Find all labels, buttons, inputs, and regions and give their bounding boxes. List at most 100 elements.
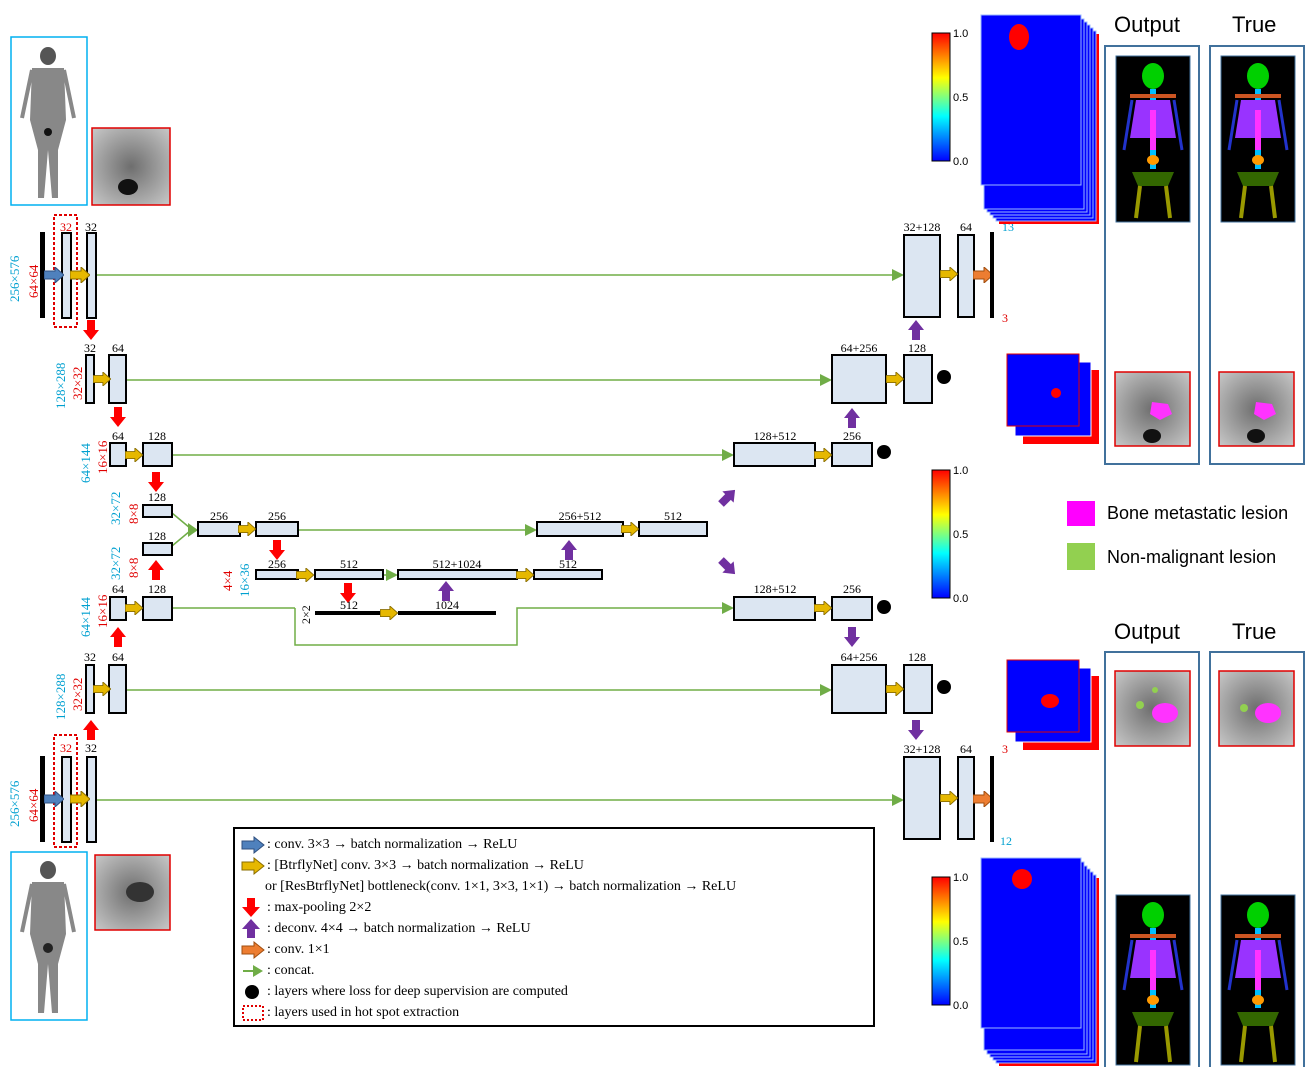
header-true-top: True bbox=[1232, 12, 1277, 37]
colorbar-max: 1.0 bbox=[953, 465, 968, 477]
concat-arrow-icon bbox=[241, 961, 267, 981]
deconv-arrow bbox=[908, 720, 924, 740]
block-bd2a bbox=[831, 664, 887, 714]
block-m3 bbox=[255, 569, 299, 580]
label-out-top-les: 3 bbox=[1002, 311, 1008, 325]
size-sixteenth: 16×36 bbox=[237, 563, 252, 597]
lesion-true-bottom bbox=[1218, 670, 1295, 747]
hotspot-box-icon bbox=[241, 1003, 267, 1023]
btrfly-arrow-icon bbox=[241, 856, 267, 876]
probmap-stack-bottom-lesion bbox=[1006, 659, 1099, 750]
nonmal-lesion-label: Non-malignant lesion bbox=[1107, 547, 1277, 567]
block-e2b bbox=[108, 354, 127, 404]
label-out-bot-les: 3 bbox=[1002, 742, 1008, 756]
concat-arrowheads bbox=[188, 269, 904, 806]
label-m5: 512 bbox=[340, 598, 358, 612]
probmap-stack-top-lesion bbox=[1006, 353, 1099, 444]
deconv-arrow bbox=[715, 554, 741, 580]
colorbar-max: 1.0 bbox=[953, 28, 968, 40]
label-bd2a: 64+256 bbox=[841, 650, 878, 664]
block-m8 bbox=[533, 569, 603, 580]
nonmal-lesion-swatch bbox=[1067, 543, 1095, 570]
label-m7: 512+1024 bbox=[433, 557, 482, 571]
label-e3b: 128 bbox=[148, 429, 166, 443]
block-m1 bbox=[197, 521, 241, 537]
block-m9 bbox=[536, 521, 624, 537]
input-bar-bottom bbox=[40, 756, 45, 842]
size-full-bottom: 256×576 bbox=[7, 780, 22, 827]
size-quarter-b: 64×144 bbox=[78, 597, 93, 637]
deep-supervision-dot bbox=[877, 600, 891, 614]
label-bd1a: 32+128 bbox=[904, 742, 941, 756]
input-patch-top bbox=[91, 127, 171, 206]
bottleneck-bar-a bbox=[315, 611, 382, 615]
output-bar-bottom bbox=[990, 756, 994, 842]
legend: : conv. 3×3 → batch normalization → ReLU… bbox=[233, 827, 875, 1027]
size-patch-top: 64×64 bbox=[26, 264, 41, 298]
label-d3b: 256 bbox=[843, 429, 861, 443]
size-eighth-patch-b: 8×8 bbox=[126, 558, 141, 578]
colorbar-max: 1.0 bbox=[953, 872, 968, 884]
block-b3b bbox=[142, 596, 173, 621]
size-half-patch: 32×32 bbox=[70, 367, 85, 400]
colorbar-bottom: 1.0 0.5 0.0 bbox=[931, 872, 968, 1012]
label-bd1b: 64 bbox=[960, 742, 972, 756]
label-d2a: 64+256 bbox=[841, 341, 878, 355]
bone-lesion-swatch bbox=[1067, 501, 1095, 526]
frame-output-top bbox=[1104, 45, 1200, 465]
legend-resbtrfly: or [ResBtrflyNet] bottleneck(conv. 1×1, … bbox=[265, 879, 737, 894]
probmap-stack-bottom bbox=[980, 857, 1099, 1066]
block-d3a bbox=[733, 442, 816, 467]
input-bar-top bbox=[40, 232, 45, 318]
label-m6: 1024 bbox=[435, 598, 459, 612]
legend-deep: : layers where loss for deep supervision… bbox=[241, 982, 568, 1002]
conv-arrow-icon bbox=[241, 835, 267, 855]
maxpool-arrow bbox=[110, 627, 126, 647]
legend-deconv: : deconv. 4×4 → batch normalization → Re… bbox=[241, 919, 531, 939]
label-e2b: 64 bbox=[112, 341, 124, 355]
block-bd3a bbox=[733, 596, 816, 621]
legend-maxpool: : max-pooling 2×2 bbox=[241, 898, 371, 918]
header-true-bottom: True bbox=[1232, 619, 1277, 644]
btrfly-arrow bbox=[125, 601, 143, 615]
label-b1a: 32 bbox=[60, 741, 72, 755]
conv1-arrow-icon bbox=[241, 940, 267, 960]
frame-true-top bbox=[1209, 45, 1305, 465]
deep-supervision-dot bbox=[937, 680, 951, 694]
block-m7 bbox=[397, 569, 518, 580]
maxpool-arrow bbox=[148, 472, 164, 492]
block-d3b bbox=[831, 442, 873, 467]
maxpool-arrow bbox=[110, 407, 126, 427]
frame-true-bottom bbox=[1209, 651, 1305, 1067]
deep-supervision-dot bbox=[937, 370, 951, 384]
maxpool-arrow bbox=[83, 320, 99, 340]
label-b3b: 128 bbox=[148, 582, 166, 596]
label-b3a: 64 bbox=[112, 582, 124, 596]
hotspot-box-bottom bbox=[53, 734, 78, 848]
label-d1b: 64 bbox=[960, 220, 972, 234]
label-bd3a: 128+512 bbox=[754, 582, 797, 596]
size-bottom-patch: 2×2 bbox=[299, 605, 313, 624]
label-m10: 512 bbox=[664, 509, 682, 523]
label-b2b: 64 bbox=[112, 650, 124, 664]
colorbar-mid: 0.5 bbox=[953, 92, 968, 104]
label-bd3b: 256 bbox=[843, 582, 861, 596]
size-eighth: 32×72 bbox=[108, 492, 123, 525]
btrfly-arrow bbox=[125, 448, 143, 462]
size-half: 128×288 bbox=[53, 363, 68, 409]
maxpool-arrow-icon bbox=[241, 898, 267, 918]
colorbar-middle: 1.0 0.5 0.0 bbox=[931, 465, 968, 605]
seg-output-bottom bbox=[1115, 894, 1191, 1066]
size-half-patch-b: 32×32 bbox=[70, 678, 85, 711]
block-bd3b bbox=[831, 596, 873, 621]
output-bar-top bbox=[990, 232, 994, 318]
size-eighth-patch: 8×8 bbox=[126, 504, 141, 524]
label-bd2b: 128 bbox=[908, 650, 926, 664]
btrfly-arrow bbox=[814, 448, 832, 462]
block-e3b bbox=[142, 442, 173, 467]
bottleneck-bar-b bbox=[398, 611, 496, 615]
block-d1b bbox=[957, 234, 975, 318]
colorbar-mid: 0.5 bbox=[953, 529, 968, 541]
block-b3a bbox=[109, 596, 127, 621]
label-m4: 512 bbox=[340, 557, 358, 571]
